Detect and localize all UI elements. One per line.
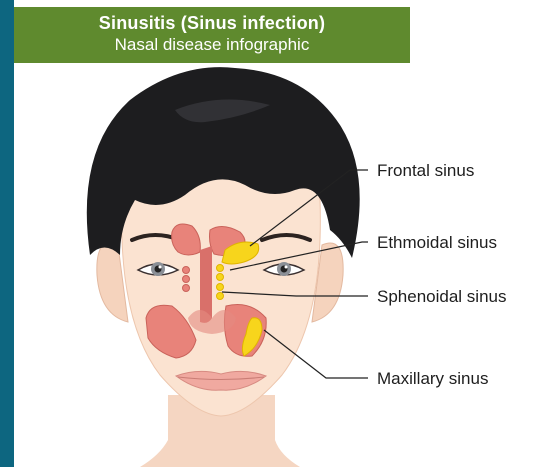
maxillary-sinus-label: Maxillary sinus (377, 369, 488, 389)
sphenoidal-sinus-label: Sphenoidal sinus (377, 287, 506, 307)
ethmoidal-sinus-label: Ethmoidal sinus (377, 233, 497, 253)
frontal-sinus-label: Frontal sinus (377, 161, 474, 181)
